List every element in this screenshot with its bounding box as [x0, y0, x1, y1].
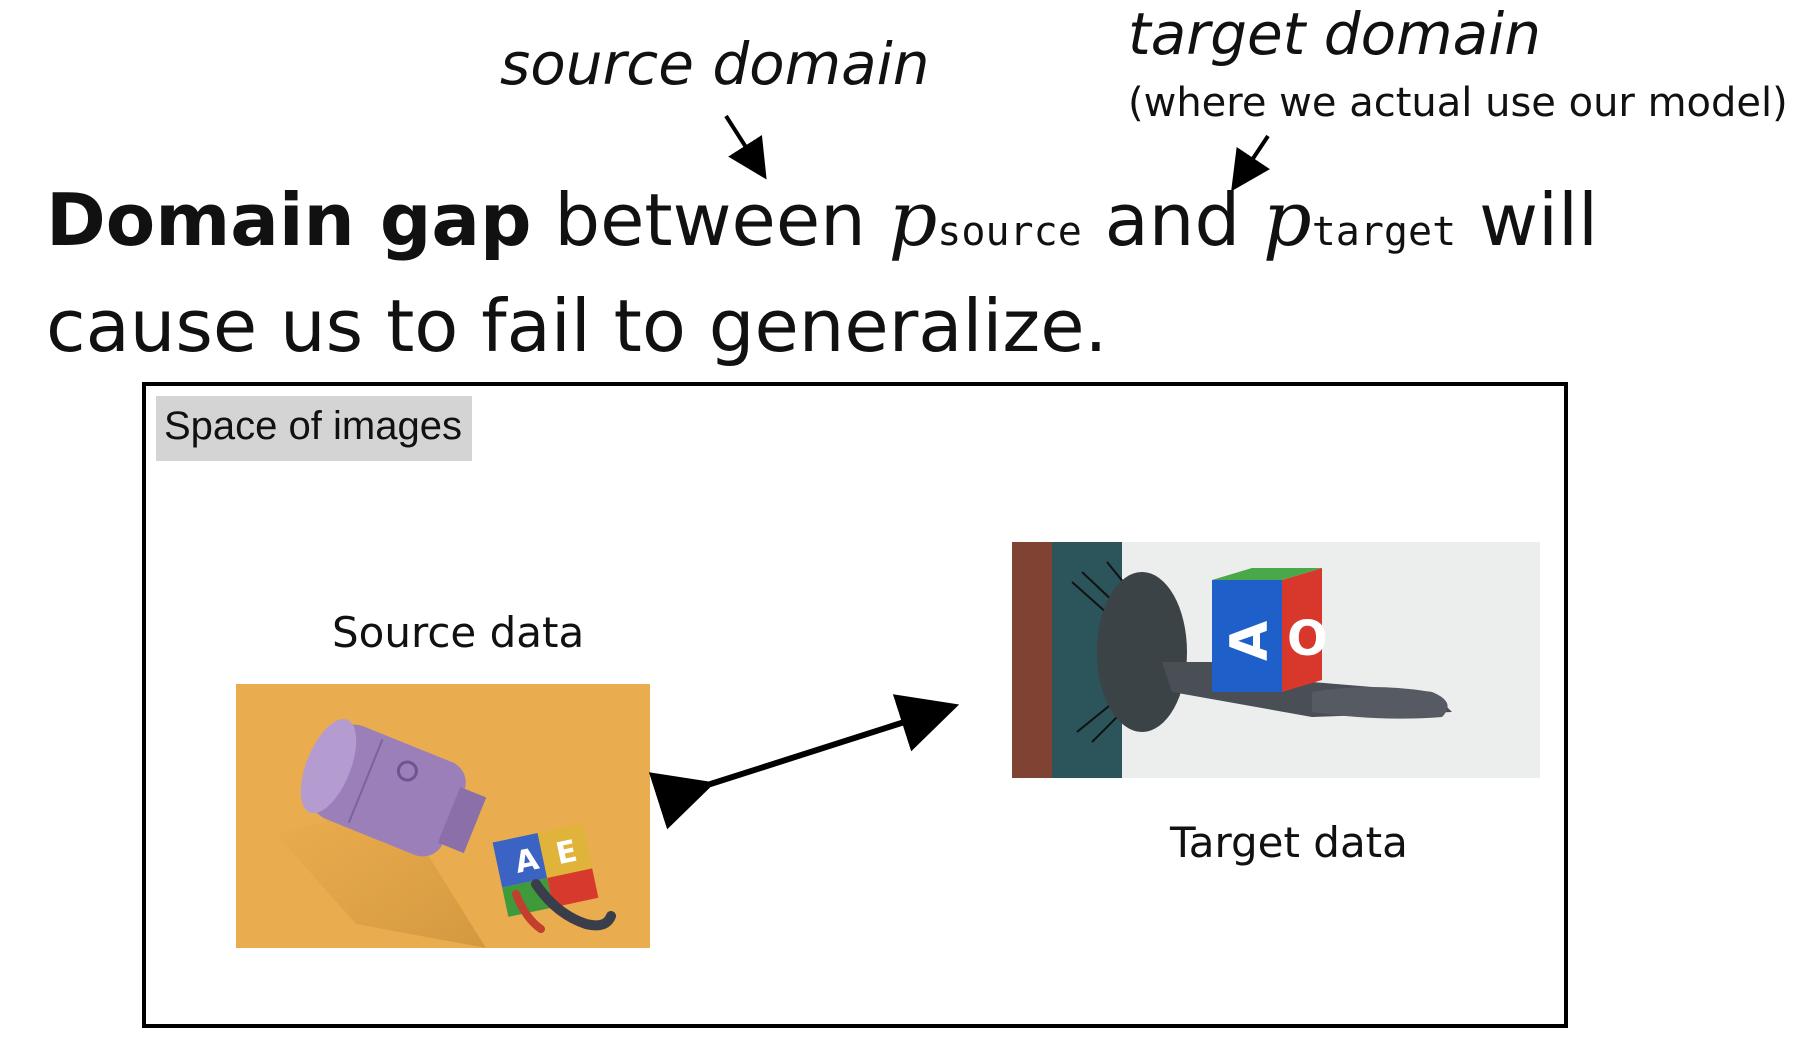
headline-text-2: and [1081, 178, 1264, 262]
headline-text-3: will cause us to fail to generalize. [46, 178, 1598, 368]
svg-text:O: O [1287, 611, 1328, 667]
target-data-image: A O [1012, 542, 1540, 778]
p-source-symbol: p [888, 174, 938, 263]
source-domain-annotation: source domain [500, 30, 930, 98]
source-domain-arrow [724, 114, 767, 180]
source-data-caption: Source data [332, 608, 585, 657]
target-data-caption: Target data [1170, 818, 1408, 867]
svg-text:A: A [1220, 621, 1280, 661]
headline-text-1: between [531, 178, 889, 262]
p-target-symbol: p [1263, 174, 1312, 263]
headline-bold: Domain gap [46, 178, 532, 262]
headline: Domain gap between psource and ptarget w… [46, 172, 1746, 373]
domain-gap-arrow [648, 694, 960, 830]
target-domain-annotation: target domain [1128, 0, 1542, 68]
p-source-subscript: source [937, 209, 1082, 255]
target-domain-note: (where we actual use our model) [1128, 80, 1788, 126]
target-domain-arrow [1231, 134, 1270, 192]
real-robot-hand-photo: A O [1012, 542, 1540, 778]
space-of-images-panel: Space of images Source data [142, 382, 1568, 1028]
source-data-image: A E [236, 684, 650, 948]
simulated-robot-hand-illustration: A E [276, 719, 616, 948]
p-target-subscript: target [1311, 209, 1457, 255]
space-of-images-label: Space of images [156, 396, 472, 461]
